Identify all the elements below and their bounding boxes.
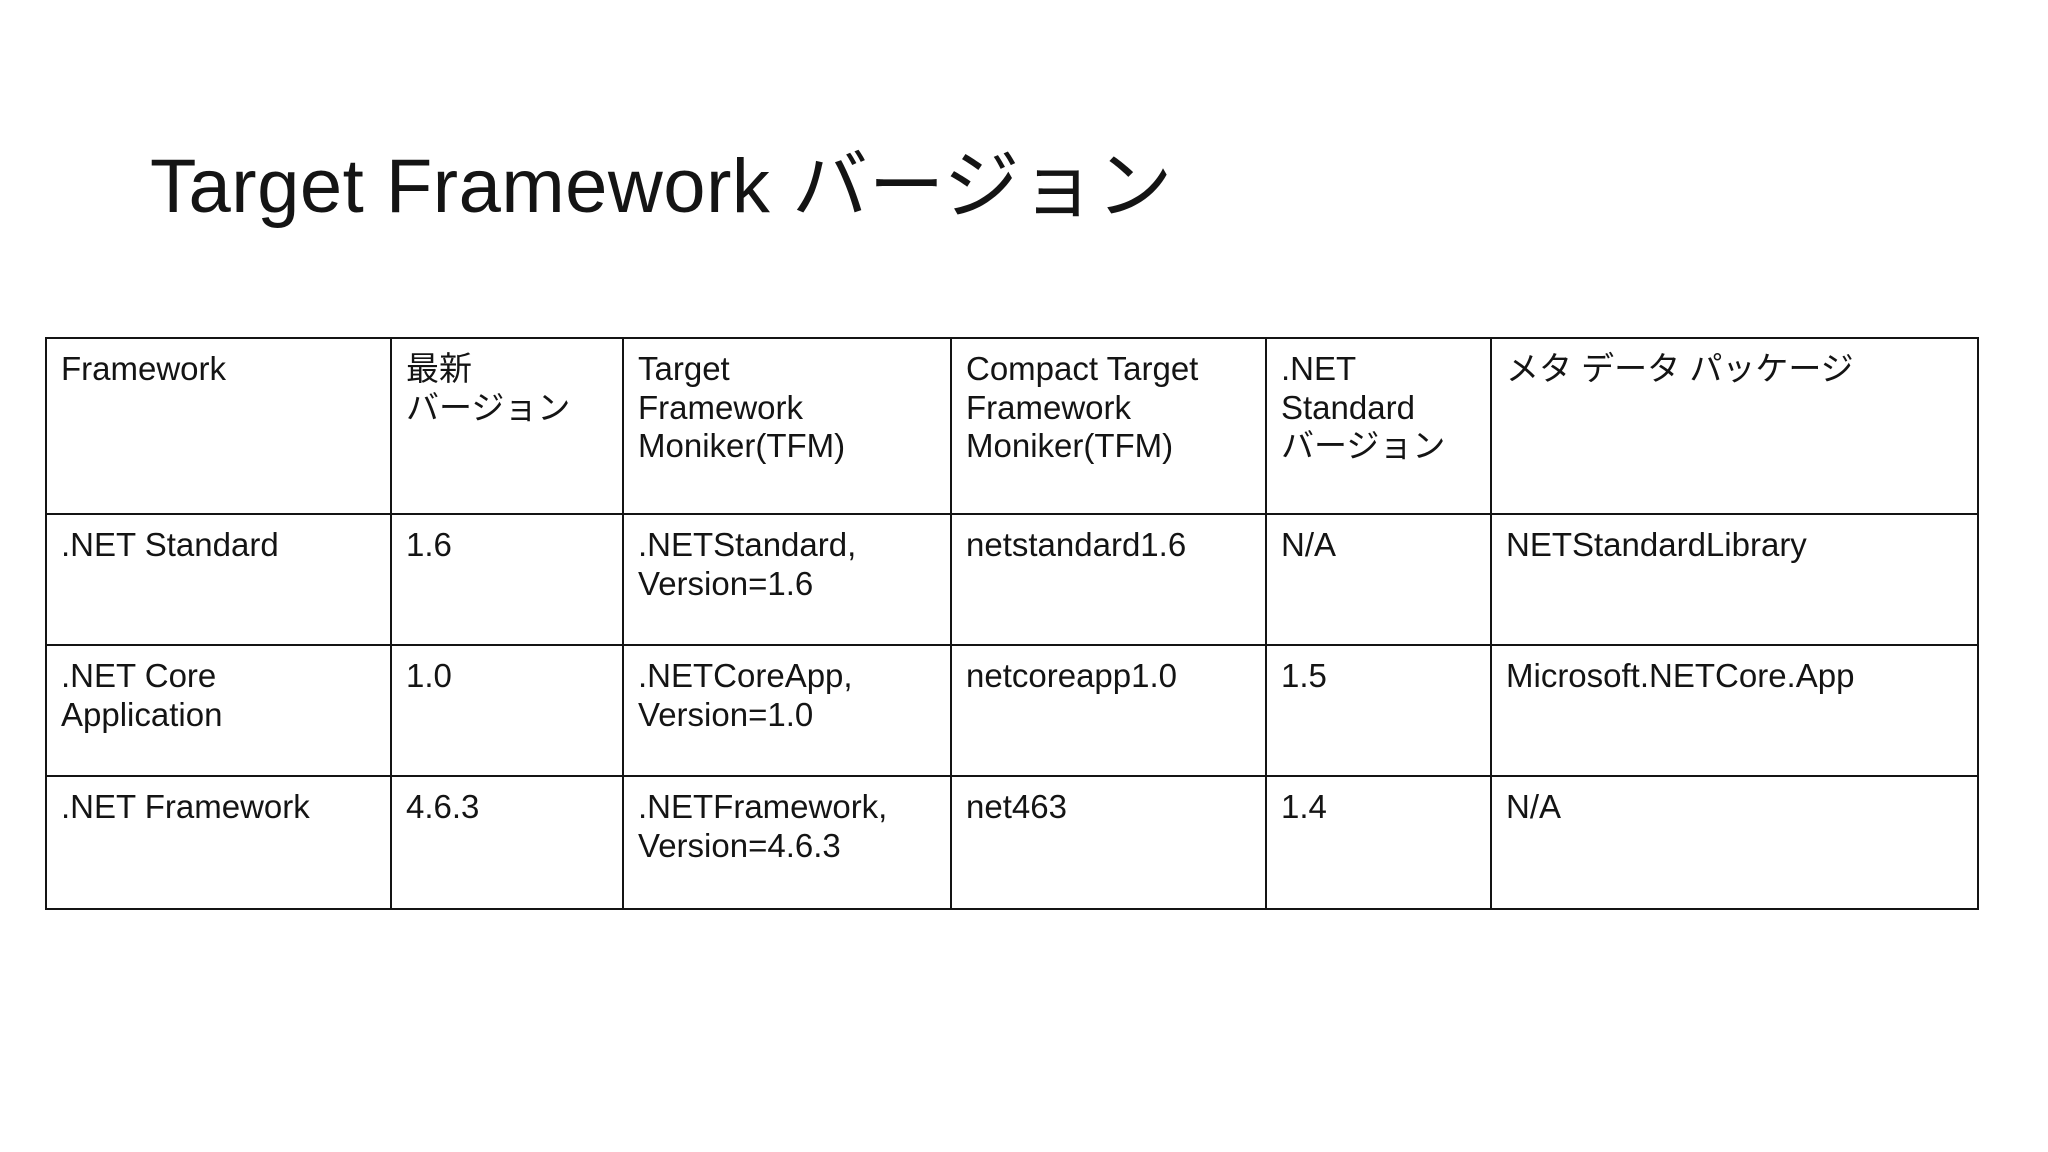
header-text-latest-version-line2: バージョン	[406, 388, 571, 426]
cell-text-compact-tfm: netstandard1.6	[966, 526, 1187, 563]
cell-text-tfm-line1: .NETCoreApp,	[638, 657, 853, 694]
cell-text-latest-version: 1.0	[406, 657, 452, 694]
cell-text-tfm-line2: Version=4.6.3	[638, 826, 841, 864]
header-text-compact-tfm-line2: Framework	[966, 388, 1132, 426]
cell-text-framework-line1: .NET Standard	[61, 526, 279, 563]
column-header-tfm: Target Framework Moniker(TFM)	[622, 337, 952, 515]
header-text-compact-tfm-line1: Compact Target	[966, 350, 1199, 387]
cell-text-compact-tfm: net463	[966, 788, 1067, 825]
cell-netstandard-version: 1.5	[1265, 644, 1492, 777]
cell-tfm: .NETFramework, Version=4.6.3	[622, 775, 952, 910]
cell-text-metadata-package: Microsoft.NETCore.App	[1506, 657, 1855, 694]
cell-framework: .NET Standard	[45, 513, 392, 646]
header-text-netstandard-version-line1: .NET	[1281, 350, 1357, 387]
cell-text-tfm-line2: Version=1.0	[638, 695, 814, 733]
header-text-netstandard-version-line3: バージョン	[1281, 427, 1446, 465]
cell-metadata-package: NETStandardLibrary	[1490, 513, 1979, 646]
header-text-latest-version-line1: 最新	[406, 350, 472, 387]
cell-text-metadata-package: N/A	[1506, 788, 1562, 825]
column-header-latest-version: 最新 バージョン	[390, 337, 624, 515]
table-row: .NET Framework 4.6.3 .NETFramework, Vers…	[45, 775, 1979, 910]
cell-text-tfm-line2: Version=1.6	[638, 564, 814, 602]
table-row: .NET Standard 1.6 .NETStandard, Version=…	[45, 513, 1979, 646]
header-text-tfm-line2: Framework	[638, 388, 804, 426]
column-header-compact-tfm: Compact Target Framework Moniker(TFM)	[950, 337, 1267, 515]
cell-text-netstandard-version: 1.4	[1281, 788, 1327, 825]
cell-metadata-package: N/A	[1490, 775, 1979, 910]
column-header-netstandard-version: .NET Standard バージョン	[1265, 337, 1492, 515]
cell-text-latest-version: 4.6.3	[406, 788, 480, 825]
cell-text-latest-version: 1.6	[406, 526, 452, 563]
cell-framework: .NET Core Application	[45, 644, 392, 777]
cell-metadata-package: Microsoft.NETCore.App	[1490, 644, 1979, 777]
cell-netstandard-version: 1.4	[1265, 775, 1492, 910]
cell-text-tfm-line1: .NETFramework,	[638, 788, 888, 825]
header-text-metadata-package: メタ データ パッケージ	[1506, 350, 1854, 387]
cell-tfm: .NETStandard, Version=1.6	[622, 513, 952, 646]
cell-text-tfm-line1: .NETStandard,	[638, 526, 857, 563]
cell-latest-version: 1.6	[390, 513, 624, 646]
cell-latest-version: 4.6.3	[390, 775, 624, 910]
page-title: Target Framework バージョン	[150, 143, 1173, 229]
cell-text-netstandard-version: N/A	[1281, 526, 1337, 563]
column-header-framework: Framework	[45, 337, 392, 515]
cell-compact-tfm: netstandard1.6	[950, 513, 1267, 646]
header-text-tfm-line1: Target	[638, 350, 730, 387]
cell-compact-tfm: netcoreapp1.0	[950, 644, 1267, 777]
table-container: Framework 最新 バージョン Target Framework Moni…	[45, 337, 1979, 910]
cell-compact-tfm: net463	[950, 775, 1267, 910]
cell-latest-version: 1.0	[390, 644, 624, 777]
table-row: .NET Core Application 1.0 .NETCoreApp, V…	[45, 644, 1979, 777]
header-text-netstandard-version-line2: Standard	[1281, 388, 1415, 426]
cell-text-framework-line2: Application	[61, 695, 223, 733]
cell-text-metadata-package: NETStandardLibrary	[1506, 526, 1807, 563]
cell-text-compact-tfm: netcoreapp1.0	[966, 657, 1178, 694]
cell-netstandard-version: N/A	[1265, 513, 1492, 646]
table-header-row: Framework 最新 バージョン Target Framework Moni…	[45, 337, 1979, 515]
header-text-tfm-line3: Moniker(TFM)	[638, 427, 846, 465]
cell-framework: .NET Framework	[45, 775, 392, 910]
cell-tfm: .NETCoreApp, Version=1.0	[622, 644, 952, 777]
cell-text-framework-line1: .NET Core	[61, 657, 217, 694]
cell-text-framework-line1: .NET Framework	[61, 788, 310, 825]
header-text-framework: Framework	[61, 350, 227, 387]
header-text-compact-tfm-line3: Moniker(TFM)	[966, 427, 1174, 465]
target-framework-version-table: Framework 最新 バージョン Target Framework Moni…	[45, 337, 1979, 910]
column-header-metadata-package: メタ データ パッケージ	[1490, 337, 1979, 515]
cell-text-netstandard-version: 1.5	[1281, 657, 1327, 694]
